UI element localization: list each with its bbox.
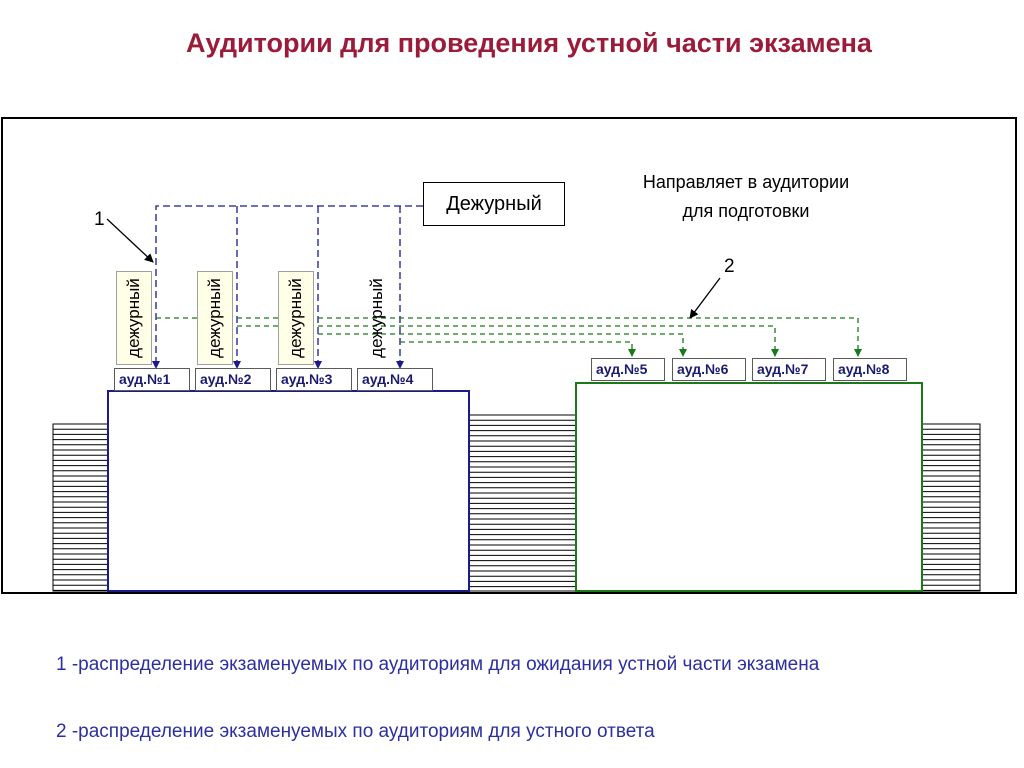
marker-2: 2 bbox=[724, 256, 735, 277]
room-tag-2: ауд.№2 bbox=[195, 368, 271, 391]
marker-1: 1 bbox=[94, 209, 105, 230]
staircase-middle bbox=[468, 414, 577, 592]
route-oral bbox=[156, 317, 862, 357]
room-tag-5: ауд.№5 bbox=[591, 358, 665, 381]
room-tag-3: ауд.№3 bbox=[276, 368, 352, 391]
floor-duty-2: дежурный bbox=[197, 271, 233, 365]
floor-duty-1-label: дежурный bbox=[124, 278, 143, 358]
legend-item-2: 2 -распределение экзаменуемых по аудитор… bbox=[56, 721, 655, 742]
marker-1-pointer bbox=[106, 218, 154, 263]
route-waiting bbox=[152, 205, 423, 369]
room-tag-4: ауд.№4 bbox=[357, 368, 433, 391]
room-tag-8: ауд.№8 bbox=[833, 358, 907, 381]
floor-duty-4-label: дежурный bbox=[367, 278, 386, 358]
room-tag-6: ауд.№6 bbox=[672, 358, 746, 381]
floor-duty-3-label: дежурный bbox=[286, 278, 305, 358]
legend-item-1: 1 -распределение экзаменуемых по аудитор… bbox=[56, 654, 820, 675]
room-tag-1: ауд.№1 bbox=[114, 368, 190, 391]
room-tag-7: ауд.№7 bbox=[752, 358, 826, 381]
page-title: Аудитории для проведения устной части эк… bbox=[186, 28, 872, 58]
oral-rooms-block bbox=[575, 382, 923, 592]
duty-note-line-1: Направляет в аудитории bbox=[642, 172, 850, 192]
duty-note-line-2: для подготовки bbox=[682, 201, 810, 221]
staircase-right bbox=[921, 423, 981, 592]
duty-note: Направляет в аудитории для подготовки bbox=[0, 168, 1024, 226]
duty-officer-box: Дежурный bbox=[423, 182, 565, 226]
floor-duty-2-label: дежурный bbox=[205, 278, 224, 358]
building-frame bbox=[1, 117, 1017, 594]
floor-duty-1: дежурный bbox=[116, 271, 152, 365]
waiting-rooms-block bbox=[107, 390, 470, 592]
staircase-left bbox=[52, 423, 109, 592]
floor-duty-3: дежурный bbox=[278, 271, 314, 365]
marker-2-pointer bbox=[689, 277, 721, 319]
floor-duty-4: дежурный bbox=[359, 271, 395, 365]
